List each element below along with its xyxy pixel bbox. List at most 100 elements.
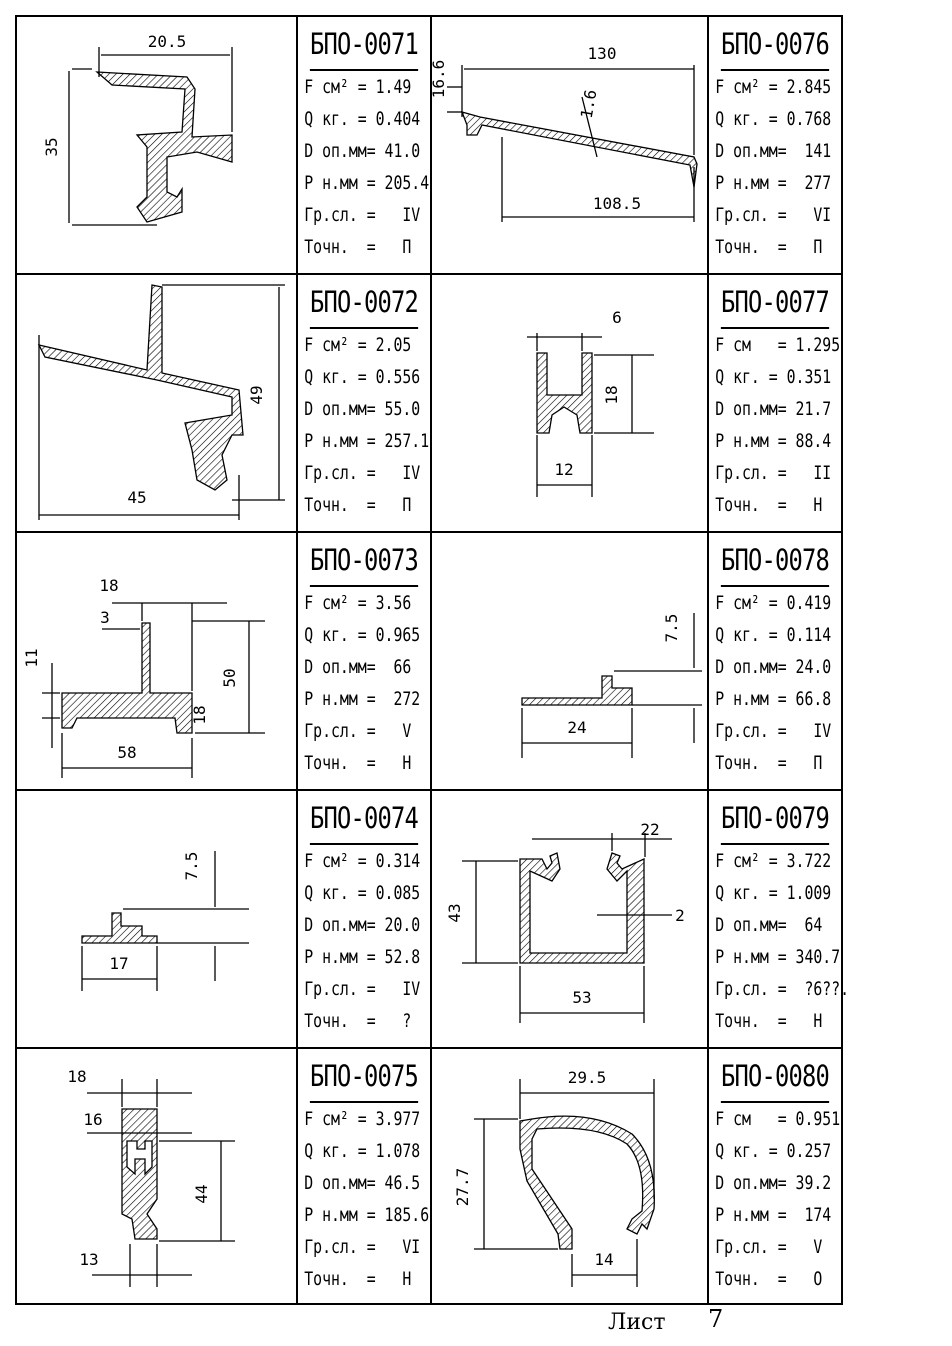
dim-label: 24 (567, 718, 586, 737)
dim-label: 130 (588, 44, 617, 63)
param-accuracy: Точн. = Н (304, 752, 412, 774)
dim-label: 16.6 (432, 60, 448, 99)
spec-panel: БПО-0078 F см² = 0.419 Q кг. = 0.114 D о… (707, 533, 841, 789)
param-perimeter: P н.мм = 340.7 (715, 946, 841, 968)
spec-panel: БПО-0072 F см² = 2.05 Q кг. = 0.556 D оп… (296, 275, 430, 531)
dim-label: 2 (675, 906, 685, 925)
cell-divider (430, 17, 432, 273)
dim-label: 22 (640, 820, 659, 839)
param-diameter: D оп.мм= 55.0 (304, 398, 421, 420)
param-weight: Q кг. = 1.009 (715, 882, 832, 904)
param-area: F см² = 3.722 (715, 850, 832, 872)
param-perimeter: P н.мм = 185.6 (304, 1204, 430, 1226)
dim-label: 108.5 (593, 194, 641, 213)
dim-label: 3 (100, 608, 110, 627)
dim-label: 18 (602, 385, 621, 404)
param-area: F см² = 0.419 (715, 592, 832, 614)
dim-label: 14 (594, 1250, 613, 1269)
catalog-sheet: 20.5 35 БПО-0071 F см² = 1.49 Q кг. = 0.… (15, 15, 850, 1307)
spec-panel: БПО-0074 F см² = 0.314 Q кг. = 0.085 D о… (296, 791, 430, 1047)
profile-code: БПО-0073 (309, 533, 419, 587)
param-group: Гр.сл. = V (304, 720, 412, 742)
spec-panel: БПО-0075 F см² = 3.977 Q кг. = 1.078 D о… (296, 1049, 430, 1305)
catalog-row: 20.5 35 БПО-0071 F см² = 1.49 Q кг. = 0.… (17, 17, 841, 275)
param-group: Гр.сл. = II (715, 462, 832, 484)
sheet-label: Лист (608, 1310, 666, 1335)
param-weight: Q кг. = 0.556 (304, 366, 421, 388)
dim-label: 44 (192, 1184, 211, 1203)
param-diameter: D оп.мм= 66 (304, 656, 412, 678)
catalog-row: 18 16 44 13 БПО-0075 F см² = 3.977 Q кг.… (17, 1049, 841, 1307)
param-weight: Q кг. = 0.085 (304, 882, 421, 904)
param-diameter: D оп.мм= 20.0 (304, 914, 421, 936)
spec-panel: БПО-0076 F см² = 2.845 Q кг. = 0.768 D о… (707, 17, 841, 273)
param-weight: Q кг. = 0.257 (715, 1140, 832, 1162)
spec-panel: БПО-0073 F см² = 3.56 Q кг. = 0.965 D оп… (296, 533, 430, 789)
param-weight: Q кг. = 0.768 (715, 108, 832, 130)
dim-label: 49 (247, 385, 266, 404)
param-area: F см = 1.295 (715, 334, 841, 356)
dim-label: 17 (109, 954, 128, 973)
catalog-row: 18 3 11 50 18 58 БПО-0073 F см² = 3.56 Q… (17, 533, 841, 791)
dim-label: 45 (127, 488, 146, 507)
dim-label: 27.7 (453, 1168, 472, 1207)
sheet-number: 7 (708, 1305, 724, 1333)
profile-code: БПО-0076 (720, 17, 830, 71)
param-weight: Q кг. = 0.351 (715, 366, 832, 388)
param-group: Гр.сл. = ?6??. (715, 978, 850, 1000)
param-perimeter: P н.мм = 66.8 (715, 688, 832, 710)
catalog-row: 7.5 17 БПО-0074 F см² = 0.314 Q кг. = 0.… (17, 791, 850, 1049)
dim-label: 58 (117, 743, 136, 762)
param-accuracy: Точн. = П (304, 236, 412, 258)
dim-label: 50 (220, 668, 239, 687)
param-weight: Q кг. = 0.114 (715, 624, 832, 646)
cell-divider (430, 1049, 432, 1305)
param-accuracy: Точн. = О (715, 1268, 823, 1290)
profile-code: БПО-0071 (309, 17, 419, 71)
param-group: Гр.сл. = VI (304, 1236, 421, 1258)
spec-panel: БПО-0079 F см² = 3.722 Q кг. = 1.009 D о… (707, 791, 850, 1047)
dim-label: 7.5 (182, 852, 201, 881)
param-group: Гр.сл. = IV (304, 978, 421, 1000)
dim-label: 43 (445, 903, 464, 922)
dim-label: 18 (190, 705, 209, 724)
param-area: F см² = 0.314 (304, 850, 421, 872)
param-perimeter: P н.мм = 52.8 (304, 946, 421, 968)
cell-divider (430, 791, 432, 1047)
param-weight: Q кг. = 1.078 (304, 1140, 421, 1162)
dim-label: 6 (612, 308, 622, 327)
param-diameter: D оп.мм= 46.5 (304, 1172, 421, 1194)
param-perimeter: P н.мм = 174 (715, 1204, 832, 1226)
param-accuracy: Точн. = П (715, 236, 823, 258)
profile-code: БПО-0079 (720, 791, 830, 845)
profile-drawing-0072: 49 45 (17, 275, 296, 531)
param-group: Гр.сл. = V (715, 1236, 823, 1258)
spec-panel: БПО-0077 F см = 1.295 Q кг. = 0.351 D оп… (707, 275, 841, 531)
param-weight: Q кг. = 0.965 (304, 624, 421, 646)
profile-code: БПО-0080 (720, 1049, 830, 1103)
cell-divider (430, 533, 432, 789)
param-area: F см² = 2.05 (304, 334, 412, 356)
dim-label: 11 (22, 648, 41, 667)
profile-drawing-0073: 18 3 11 50 18 58 (17, 533, 296, 789)
param-perimeter: P н.мм = 257.1 (304, 430, 430, 452)
profile-drawing-0074: 7.5 17 (17, 791, 296, 1047)
profile-drawing-0078: 7.5 24 (432, 533, 707, 789)
dim-label: 12 (554, 460, 573, 479)
profile-drawing-0080: 29.5 27.7 14 (432, 1049, 707, 1305)
profile-code: БПО-0078 (720, 533, 830, 587)
dim-label: 18 (67, 1067, 86, 1086)
param-group: Гр.сл. = IV (715, 720, 832, 742)
param-diameter: D оп.мм= 141 (715, 140, 832, 162)
param-diameter: D оп.мм= 64 (715, 914, 823, 936)
param-accuracy: Точн. = Н (715, 494, 823, 516)
param-diameter: D оп.мм= 39.2 (715, 1172, 832, 1194)
param-diameter: D оп.мм= 21.7 (715, 398, 832, 420)
param-area: F см² = 3.56 (304, 592, 412, 614)
dim-label: 16 (83, 1110, 102, 1129)
spec-panel: БПО-0080 F см = 0.951 Q кг. = 0.257 D оп… (707, 1049, 841, 1305)
param-area: F см² = 2.845 (715, 76, 832, 98)
dim-label: 35 (42, 137, 61, 156)
dim-label: 53 (572, 988, 591, 1007)
profile-drawing-0079: 22 43 2 53 (432, 791, 707, 1047)
